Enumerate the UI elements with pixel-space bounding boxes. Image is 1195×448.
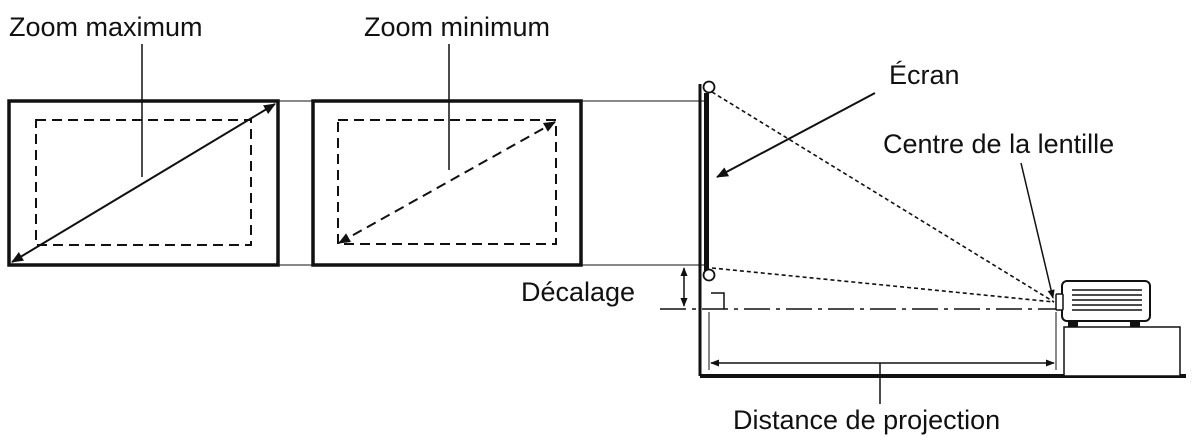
zoom-max-frame <box>7 99 280 267</box>
projector-lens <box>1055 293 1064 311</box>
screen-label: Écran <box>889 60 960 90</box>
screen-bottom-marker <box>702 268 716 282</box>
projector-body <box>1061 280 1151 322</box>
zoom-max-diagonal-arrow <box>11 103 276 263</box>
zoom-max-label: Zoom maximum <box>9 12 203 42</box>
distance-label: Distance de projection <box>733 405 1000 435</box>
beam-top-line <box>711 91 1055 303</box>
projector-foot-left <box>1068 320 1078 327</box>
projector-table <box>1063 326 1181 377</box>
lens-center-label: Centre de la lentille <box>883 129 1114 159</box>
zoom-min-inner-dashed <box>337 119 557 245</box>
zoom-max-group: Zoom maximum <box>7 12 280 267</box>
screen-top-marker <box>702 80 716 94</box>
lens-center-group: Centre de la lentille <box>883 129 1114 299</box>
screen-group: Écran <box>698 60 1186 378</box>
projection-cone <box>660 91 1056 310</box>
screen-surface <box>704 93 709 271</box>
projector-group <box>1055 280 1181 377</box>
projection-distance-group: Distance de projection <box>708 312 1057 435</box>
zoom-min-diagonal-arrow <box>338 121 556 244</box>
projector-foot-right <box>1130 320 1140 327</box>
beam-bottom-line <box>711 267 1055 303</box>
lens-center-leader-arrow <box>1020 162 1055 299</box>
screen-leader-arrow <box>716 92 876 178</box>
right-angle-marker <box>711 292 725 309</box>
zoom-min-frame <box>311 99 583 267</box>
offset-label: Décalage <box>521 277 635 307</box>
zoom-min-label: Zoom minimum <box>364 12 550 42</box>
offset-group: Décalage <box>521 264 704 307</box>
zoom-min-group: Zoom minimum <box>311 12 583 267</box>
